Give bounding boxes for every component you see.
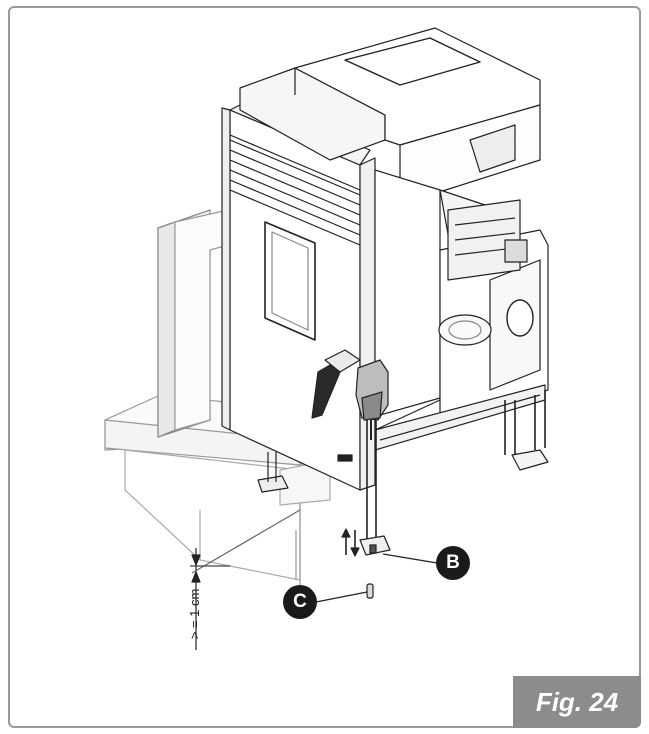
callout-b: B bbox=[436, 546, 470, 580]
leader-lines bbox=[315, 553, 438, 603]
stove-front-panel bbox=[221, 99, 376, 491]
clearance-dimension bbox=[190, 509, 301, 650]
figure-label: Fig. 24 bbox=[513, 676, 641, 728]
wall-plug-c bbox=[366, 583, 374, 599]
adjustable-foot bbox=[359, 420, 391, 556]
rotation-arrows bbox=[341, 528, 360, 557]
clearance-dimension-label: > = 1 cm bbox=[187, 588, 202, 640]
stove-legs bbox=[257, 390, 549, 493]
power-drill bbox=[311, 349, 389, 440]
niche-side-wall bbox=[157, 209, 229, 438]
stove-side-structure bbox=[374, 169, 549, 451]
stove-hopper bbox=[239, 27, 541, 196]
callout-c: C bbox=[283, 585, 317, 619]
